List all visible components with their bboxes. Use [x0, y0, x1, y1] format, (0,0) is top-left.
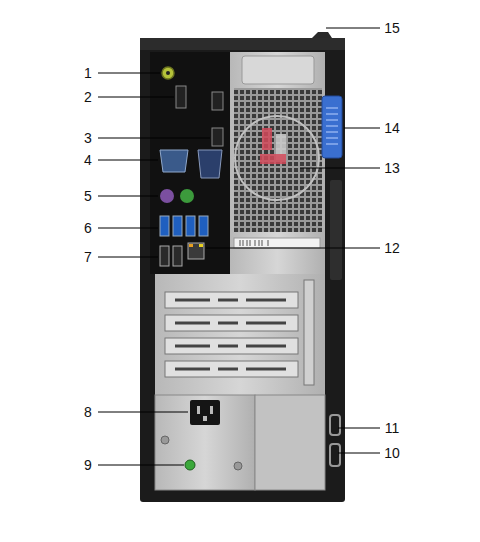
usb2-port — [160, 246, 169, 266]
displayport — [212, 128, 223, 146]
callout-number: 9 — [83, 457, 93, 473]
callout-number: 1 — [83, 65, 93, 81]
callout-number: 6 — [83, 220, 93, 236]
serial-port — [160, 150, 188, 172]
callout-number: 8 — [83, 404, 93, 420]
case-edge — [330, 180, 342, 280]
expansion-panel — [155, 274, 325, 395]
callout-number: 13 — [383, 160, 401, 176]
displayport — [212, 92, 223, 110]
power-connector — [190, 400, 220, 425]
release-latch — [322, 96, 342, 158]
network-port — [188, 243, 204, 259]
top-cap — [140, 38, 345, 50]
expansion-slots — [165, 292, 298, 377]
psu-led — [185, 460, 195, 470]
callout-number: 10 — [383, 445, 401, 461]
callout-number: 2 — [83, 89, 93, 105]
top-latch — [312, 32, 332, 38]
callout-number: 14 — [383, 120, 401, 136]
callout-number: 4 — [83, 152, 93, 168]
callout-number: 5 — [83, 188, 93, 204]
callout-number: 11 — [384, 420, 401, 436]
case — [140, 38, 345, 502]
leader-lines — [98, 28, 380, 465]
fan — [235, 116, 319, 200]
callout-number: 12 — [383, 240, 401, 256]
usb3-port — [160, 216, 169, 236]
ps2-port — [180, 189, 194, 203]
hdmi-port — [176, 86, 186, 108]
fan-grille — [234, 88, 322, 232]
callout-number: 7 — [83, 249, 93, 265]
handle — [242, 56, 314, 84]
security-slot — [330, 444, 340, 466]
callout-number: 3 — [83, 130, 93, 146]
fan-panel — [230, 52, 325, 274]
ps2-port — [160, 189, 174, 203]
io-panel — [150, 52, 230, 274]
audio-jack — [162, 67, 174, 79]
padlock-ring — [330, 415, 340, 435]
vga-port — [198, 150, 222, 178]
service-tag — [234, 238, 320, 248]
callout-number: 15 — [383, 20, 401, 36]
power-supply — [155, 395, 255, 490]
